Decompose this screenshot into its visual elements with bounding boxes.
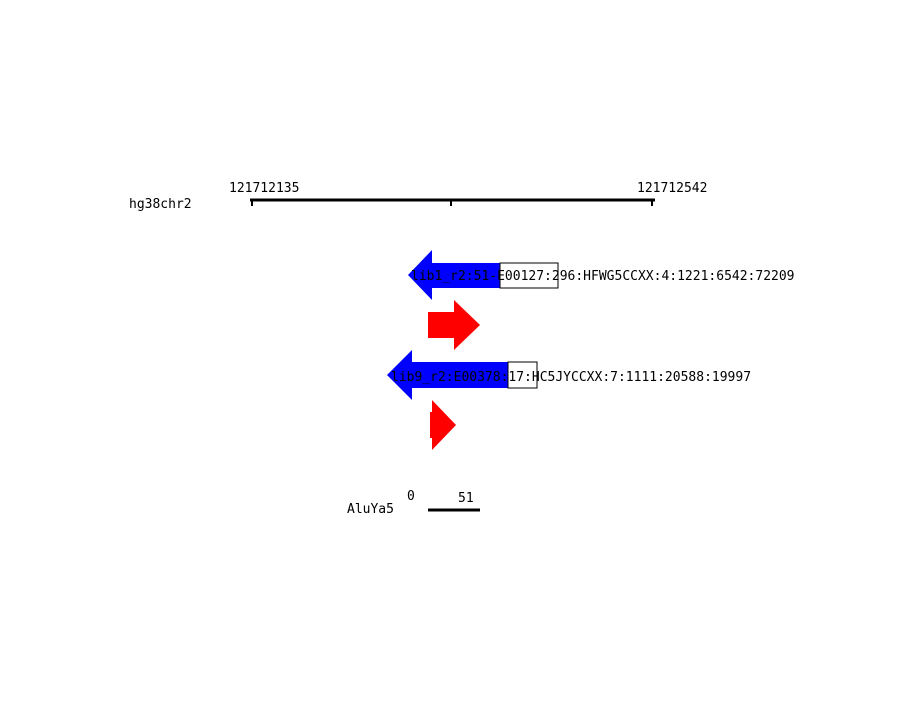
read-1: lib1_r2:51-E00127:296:HFWG5CCXX:4:1221:6… bbox=[408, 250, 795, 300]
repeat-start-label: 0 bbox=[407, 489, 415, 504]
reference-end-label: 121712542 bbox=[637, 181, 707, 196]
read-2: lib9_r2:E00378:17:HC5JYCCXX:7:1111:20588… bbox=[387, 350, 751, 400]
repeat-name: AluYa5 bbox=[347, 502, 394, 517]
read-2-label: lib9_r2:E00378:17:HC5JYCCXX:7:1111:20588… bbox=[391, 370, 751, 385]
repeat-track: AluYa5 0 51 bbox=[347, 489, 480, 517]
reference-name: hg38chr2 bbox=[129, 197, 192, 212]
read-2-box bbox=[507, 361, 538, 389]
read-1-label: lib1_r2:51-E00127:296:HFWG5CCXX:4:1221:6… bbox=[411, 269, 795, 284]
read-2-arrow bbox=[387, 350, 508, 400]
mate-arrow-1 bbox=[428, 300, 480, 350]
read-1-arrow bbox=[408, 250, 500, 300]
reference-start-label: 121712135 bbox=[229, 181, 299, 196]
mate-arrow-2 bbox=[430, 400, 456, 450]
reference-track: hg38chr2 121712135 121712542 bbox=[129, 181, 707, 212]
read-1-box bbox=[499, 262, 559, 289]
repeat-end-label: 51 bbox=[458, 491, 474, 506]
